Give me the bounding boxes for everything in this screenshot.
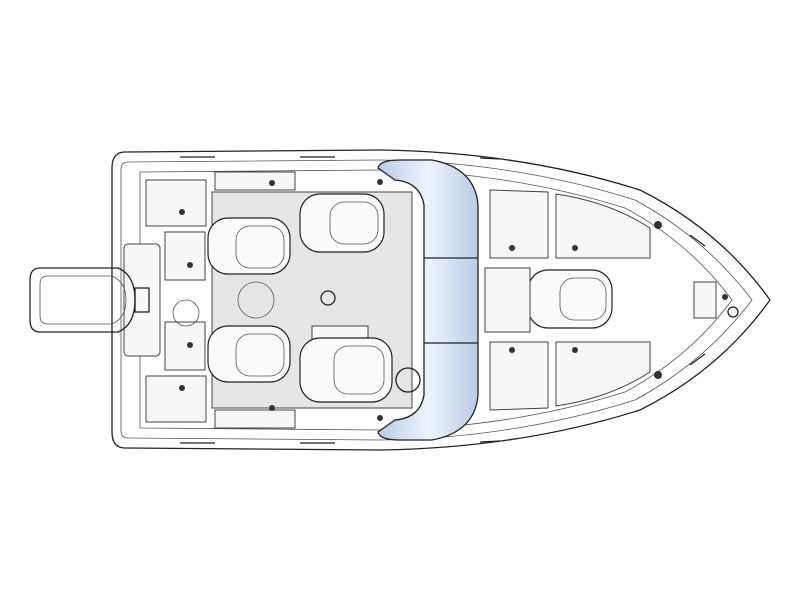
helm-seat-left [299,193,385,253]
bow-hatch-top-right [555,193,651,259]
rear-box-bottom [164,321,206,371]
seat-rear-right [207,325,291,383]
deck-fittings [179,179,728,421]
stern-hatch-top [145,179,207,227]
deck-inner [139,169,733,431]
floor-hatch-round [237,281,275,319]
side-storage-top [214,171,296,191]
stern-hatch-bottom [145,375,207,423]
steering-wheel [395,367,421,393]
helm-seat-right [299,325,393,403]
anchor-locker [693,281,717,319]
windshield [377,159,479,441]
bow-hatch-bottom-left [489,341,549,411]
bow-step [484,267,531,333]
bow-hatch-top-left [489,189,549,259]
side-storage-bottom [214,409,296,429]
bow-cleat [727,306,739,318]
gunwale-inner [120,159,753,441]
live-well [172,299,200,327]
seat-rear-left [207,217,291,275]
bow-hatch-bottom-right [555,341,651,407]
drain-fitting [320,290,336,306]
outboard-motor [29,267,150,333]
transom-notch [123,243,161,357]
bow-seat [527,269,613,329]
hull-outline [111,149,771,451]
rear-box-top [164,231,206,281]
rub-rail-cleats [180,156,706,444]
